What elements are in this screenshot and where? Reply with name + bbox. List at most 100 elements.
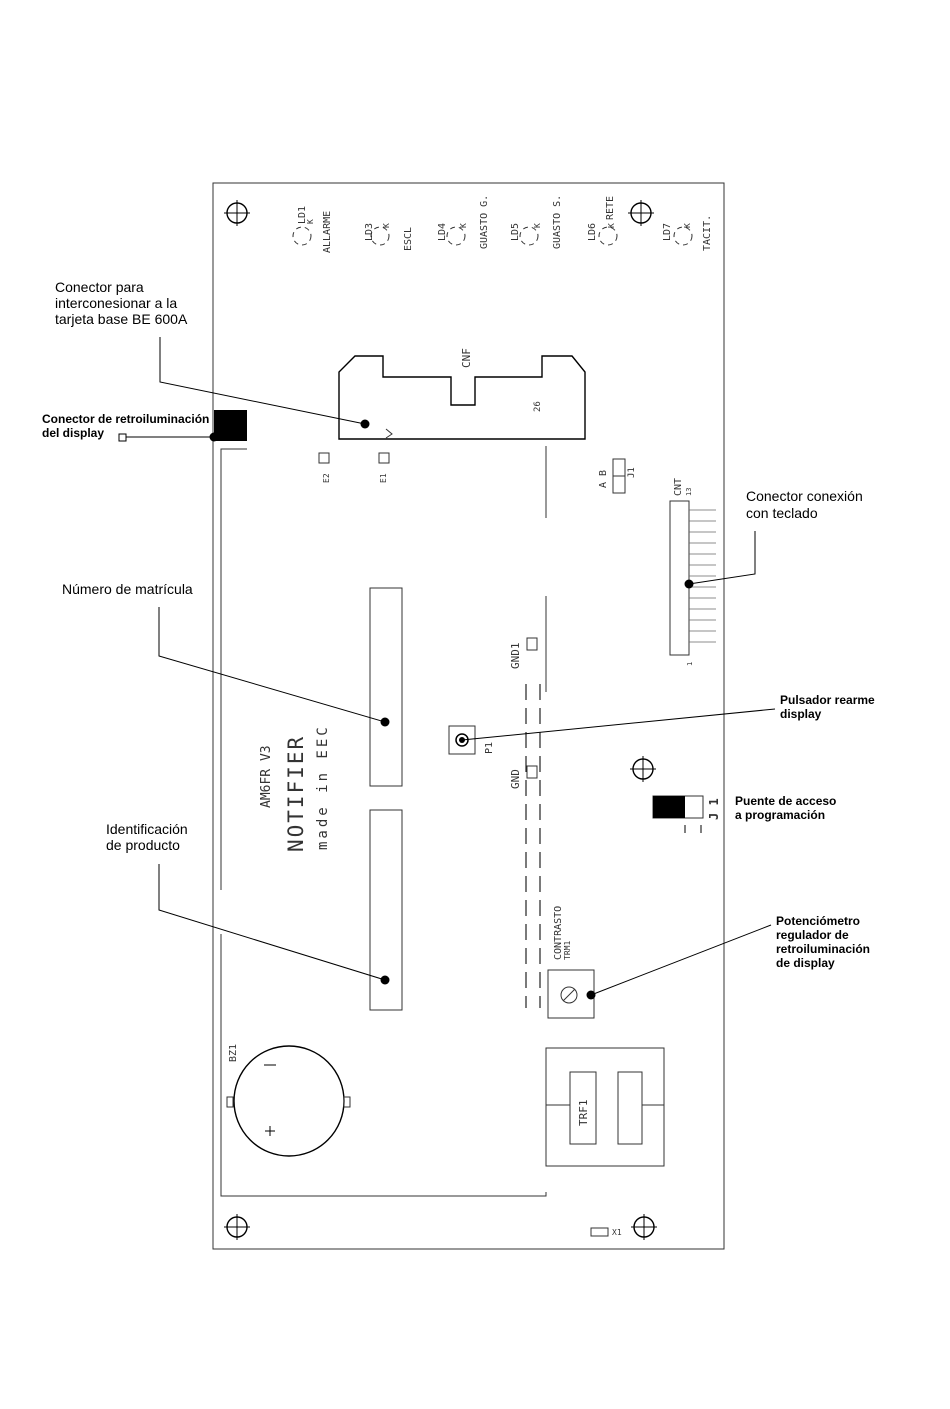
callout-pot-text: Potenciómetro regulador de retroiluminac… (776, 914, 873, 970)
led-name: GUASTO G. (479, 195, 490, 249)
jumper-ab-label: A B (598, 470, 609, 488)
callout-keyboard-text: Conector conexión con teclado (746, 488, 867, 521)
buzzer-bz1: BZ1 (226, 1044, 351, 1157)
cnt-pin-top: 13 (685, 488, 693, 496)
trm1-label: TRM1 (563, 941, 572, 960)
led-k-label: K (382, 223, 391, 228)
p1-label: P1 (484, 742, 495, 754)
gnd1-label: GND1 (509, 643, 522, 670)
led-ld3: K LD3 ESCL (364, 223, 414, 251)
e1-label: E1 (379, 473, 388, 483)
cnt-connector: CNT 13 1 (669, 478, 716, 666)
origin-label: made in EEC (315, 724, 331, 850)
callout-jumper-line: Puente de acceso (735, 794, 836, 808)
mounting-hole-icon (224, 200, 250, 226)
serial-number-plate (369, 587, 403, 787)
transformer-trf1: TRF1 (545, 1047, 665, 1167)
callout-cnf-line: interconesionar a la (55, 295, 177, 311)
callout-reset-line: display (780, 707, 822, 721)
gnd-label: GND (509, 769, 522, 789)
callout-potentiometer: Potenciómetro regulador de retroiluminac… (586, 914, 873, 1000)
led-ld7: K LD7 TACIT. (662, 215, 713, 251)
backlight-connector (214, 410, 247, 441)
trf1-label: TRF1 (577, 1100, 590, 1127)
led-k-label: K (607, 223, 616, 228)
led-name: ALLARME (322, 211, 333, 253)
led-k-label: K (306, 219, 315, 224)
mounting-hole-icon (630, 756, 656, 782)
callout-backlight-line: del display (42, 426, 104, 440)
j1-large-label: J 1 (707, 798, 721, 820)
callout-jumper-line: a programación (735, 808, 825, 822)
callout-jumper: Puente de acceso a programación (735, 794, 840, 822)
led-ref: LD4 (437, 223, 448, 241)
callout-product-line: Identificación (106, 821, 188, 837)
led-ref: LD3 (364, 223, 375, 241)
callout-keyboard-line: Conector conexión (746, 488, 863, 504)
brand-label: NOTIFIER (284, 735, 308, 852)
led-ref: LD6 (587, 223, 598, 241)
callout-keyboard: Conector conexión con teclado (684, 488, 867, 589)
bz1-label: BZ1 (228, 1044, 239, 1062)
callout-product-line: de producto (106, 837, 180, 853)
callout-cnf-text: Conector para interconesionar a la tarje… (55, 279, 188, 327)
jumper-ab: A B J1 (598, 458, 637, 494)
cnt-pin-bottom: 1 (686, 662, 694, 666)
led-name: RETE (605, 196, 616, 220)
led-k-label: K (459, 223, 468, 228)
callout-pot-line: Potenciómetro (776, 914, 860, 928)
x1-component: X1 (590, 1227, 622, 1237)
led-ld5: K LD5 GUASTO S. (510, 195, 563, 249)
callout-cnf-line: Conector para (55, 279, 144, 295)
callout-reset: Pulsador rearme display (461, 693, 878, 741)
callout-cnf-line: tarjeta base BE 600A (55, 311, 188, 327)
callout-jumper-text: Puente de acceso a programación (735, 794, 840, 822)
callout-pot-line: retroiluminación (776, 942, 870, 956)
callout-reset-line: Pulsador rearme (780, 693, 875, 707)
mounting-hole-icon (628, 200, 654, 226)
x1-label: X1 (612, 1228, 622, 1237)
callout-cnf: Conector para interconesionar a la tarje… (55, 279, 370, 429)
cnf-connector: CNF 26 (338, 348, 586, 440)
led-k-label: K (533, 223, 542, 228)
led-ref: LD5 (510, 223, 521, 241)
callout-pot-line: regulador de (776, 928, 849, 942)
contrast-potentiometer: CONTRASTO TRM1 (547, 906, 595, 1019)
callout-keyboard-line: con teclado (746, 505, 818, 521)
callout-product-text: Identificación de producto (106, 821, 192, 853)
led-k-label: K (683, 223, 692, 228)
led-ref: LD7 (662, 223, 673, 241)
callout-backlight-text: Conector de retroiluminación del display (42, 412, 213, 440)
programming-jumper-j1: J 1 (652, 795, 721, 833)
callout-serial-text: Número de matrícula (62, 581, 193, 597)
led-name: TACIT. (702, 215, 713, 251)
model-label: AM6FR V3 (259, 745, 274, 808)
callout-pot-line: de display (776, 956, 835, 970)
callout-reset-text: Pulsador rearme display (780, 693, 878, 721)
mounting-hole-icon (224, 1214, 250, 1240)
mounting-hole-icon (631, 1214, 657, 1240)
callout-product: Identificación de producto (106, 821, 390, 985)
led-ld4: K LD4 GUASTO G. (437, 195, 490, 249)
contrasto-label: CONTRASTO (553, 906, 564, 960)
reset-button-p1: P1 (448, 725, 495, 755)
cnf-label: CNF (460, 348, 473, 368)
led-name: ESCL (403, 227, 414, 251)
cnf-pin-label: 26 (533, 401, 543, 412)
callout-serial: Número de matrícula (62, 581, 390, 727)
led-ld1: K LD1 ALLARME (292, 206, 333, 253)
led-ref: LD1 (297, 206, 308, 224)
cnt-label: CNT (673, 478, 684, 496)
callout-backlight-line: Conector de retroiluminación (42, 412, 209, 426)
gnd1-pad: GND1 (509, 637, 538, 670)
inner-frame (220, 446, 547, 1197)
j1-small-label: J1 (627, 467, 637, 478)
product-id-plate (369, 809, 403, 1011)
e2-pad: E2 (318, 452, 331, 483)
board-outline (212, 182, 725, 1250)
gnd-pad: GND (509, 765, 538, 789)
callout-backlight: Conector de retroiluminación del display (42, 412, 219, 442)
led-name: GUASTO S. (552, 195, 563, 249)
e1-pad: E1 (378, 452, 390, 483)
